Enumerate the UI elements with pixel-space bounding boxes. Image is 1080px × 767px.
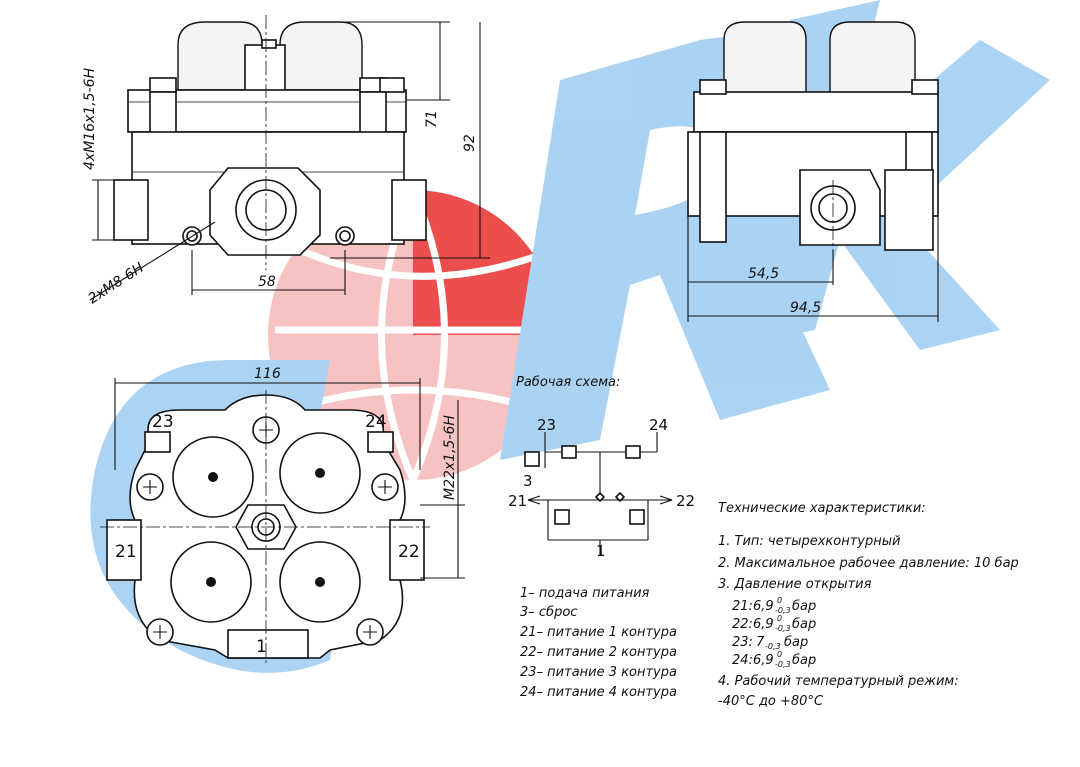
svg-text:0: 0 — [777, 596, 782, 605]
dim-54-5: 54,5 — [748, 266, 779, 282]
spec-row-23: 23: 7 -0,3 бар — [732, 635, 808, 651]
spec-opening-pressure: 3. Давление открытия — [718, 577, 872, 592]
svg-text:-0,3: -0,3 — [775, 624, 791, 633]
front-view: 58 71 92 4хМ16х1,5-6H 2хМ8-6H — [82, 15, 490, 307]
dim-thread-main: М22х1,5-6H — [442, 415, 458, 500]
spec-row-21: 21: 6,9 0 -0,3 бар — [732, 596, 816, 615]
schema-port-23: 23 — [537, 416, 556, 434]
svg-text:0: 0 — [777, 650, 782, 659]
svg-text:22:: 22: — [732, 617, 753, 632]
dim-94-5: 94,5 — [790, 300, 821, 316]
dim-71: 71 — [424, 110, 440, 128]
working-schema: Рабочая схема: 23 24 21 22 3 1 — [508, 375, 695, 560]
legend-item-1: 1– подача питания — [520, 586, 650, 601]
legend-item-24: 24– питание 4 контура — [520, 685, 677, 700]
dim-thread-ports: 4хМ16х1,5-6H — [82, 67, 98, 170]
svg-text:бар: бар — [784, 635, 808, 650]
port-label-1: 1 — [256, 637, 267, 657]
svg-text:0: 0 — [777, 614, 782, 623]
specs-title: Технические характеристики: — [718, 501, 926, 516]
port-label-23: 23 — [152, 412, 174, 432]
technical-specs: Технические характеристики: 1. Тип: четы… — [718, 501, 1019, 709]
schema-port-1: 1 — [596, 542, 606, 560]
legend-item-23: 23– питание 3 контура — [520, 665, 677, 680]
dim-thread-bolts: 2хМ8-6H — [85, 260, 147, 308]
schema-port-21: 21 — [508, 492, 527, 510]
spec-max-pressure: 2. Максимальное рабочее давление: 10 бар — [718, 556, 1019, 571]
svg-text:бар: бар — [792, 617, 816, 632]
schema-title: Рабочая схема: — [516, 375, 620, 390]
side-view: 54,5 94,5 — [687, 21, 939, 322]
schema-port-22: 22 — [676, 492, 695, 510]
spec-temperature-range: -40°С до +80°С — [718, 694, 824, 709]
dim-116: 116 — [254, 366, 281, 382]
svg-text:21:: 21: — [732, 599, 753, 614]
dim-92: 92 — [462, 134, 478, 152]
spec-row-24: 24: 6,9 0 -0,3 бар — [732, 650, 816, 669]
svg-text:6,9: 6,9 — [753, 653, 774, 668]
bottom-view: 21 22 23 24 1 116 М22х1,5-6H — [100, 366, 465, 665]
schema-port-3: 3 — [523, 472, 533, 490]
dim-58: 58 — [258, 274, 276, 290]
port-label-21: 21 — [115, 542, 137, 562]
svg-text:-0,3: -0,3 — [775, 660, 791, 669]
spec-temperature-title: 4. Рабочий температурный режим: — [718, 674, 959, 689]
svg-text:-0,3: -0,3 — [775, 606, 791, 615]
schema-port-24: 24 — [649, 416, 668, 434]
svg-text:6,9: 6,9 — [753, 617, 774, 632]
svg-text:24:: 24: — [732, 653, 753, 668]
svg-text:6,9: 6,9 — [753, 599, 774, 614]
spec-type: 1. Тип: четырехконтурный — [718, 534, 900, 549]
svg-text:7: 7 — [756, 635, 765, 650]
port-label-22: 22 — [398, 542, 420, 562]
port-legend: 1– подача питания 3– сброс 21– питание 1… — [520, 586, 677, 700]
legend-item-21: 21– питание 1 контура — [520, 625, 677, 640]
svg-text:-0,3: -0,3 — [765, 642, 781, 651]
svg-text:бар: бар — [792, 653, 816, 668]
legend-item-3: 3– сброс — [520, 605, 577, 620]
spec-row-22: 22: 6,9 0 -0,3 бар — [732, 614, 816, 633]
legend-item-22: 22– питание 2 контура — [520, 645, 677, 660]
svg-text:бар: бар — [792, 599, 816, 614]
svg-text:23:: 23: — [732, 635, 753, 650]
port-label-24: 24 — [365, 412, 387, 432]
